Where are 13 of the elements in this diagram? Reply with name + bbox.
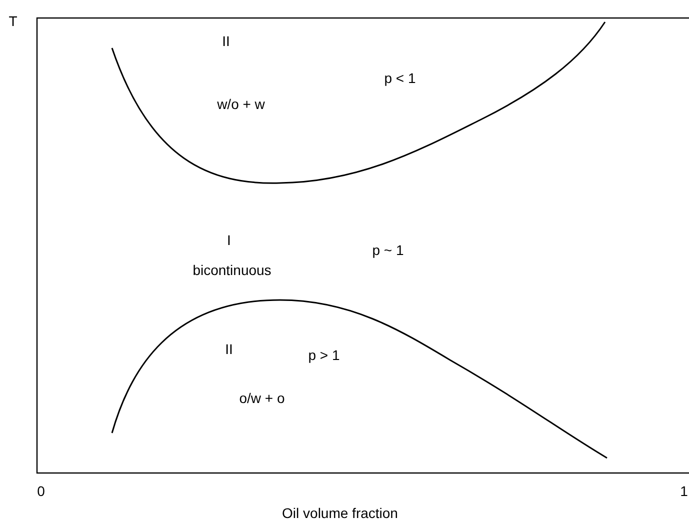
tick-label: 0 <box>37 483 45 499</box>
region-label: I <box>227 232 231 248</box>
region-label: p < 1 <box>384 70 416 86</box>
tick-label: 1 <box>680 483 688 499</box>
region-label: o/w + o <box>239 390 285 406</box>
region-label: p > 1 <box>308 347 340 363</box>
region-label: w/o + w <box>217 96 265 112</box>
region-label: II <box>222 33 230 49</box>
region-label: bicontinuous <box>192 262 272 278</box>
axis-label: T <box>8 13 18 29</box>
axis-title: Oil volume fraction <box>282 505 398 521</box>
region-label: p ~ 1 <box>372 242 404 258</box>
region-label: II <box>225 341 233 357</box>
